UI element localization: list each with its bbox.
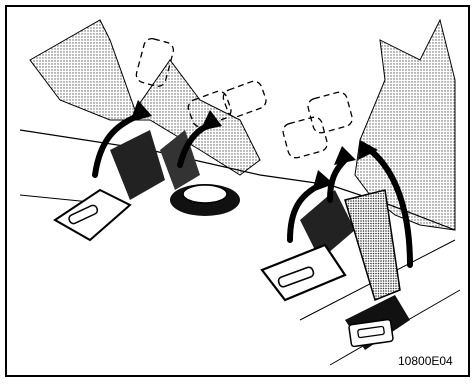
left-buckle-receptacle xyxy=(170,184,240,216)
left-buckle-tongue xyxy=(55,190,130,240)
right-buckle-receptacle xyxy=(345,295,410,350)
right-arrow-head-3 xyxy=(334,146,356,165)
left-belt-strap xyxy=(110,130,165,200)
figure-code-label: 10800E04 xyxy=(398,354,453,368)
right-buckle-tongue xyxy=(262,245,345,300)
